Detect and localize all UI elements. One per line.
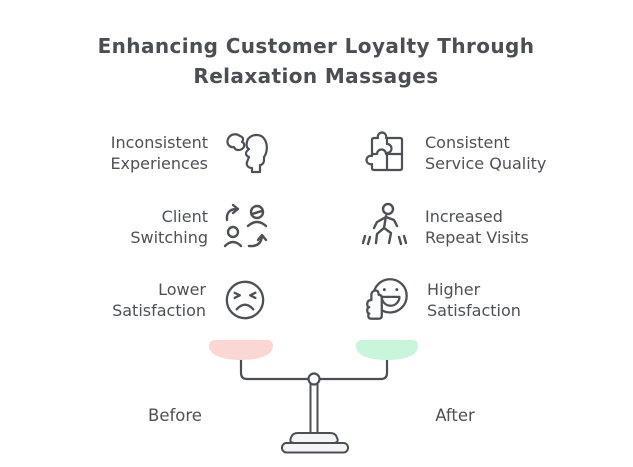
- page-title: Enhancing Customer Loyalty Through Relax…: [76, 31, 556, 91]
- item-label: Lower Satisfaction: [112, 279, 206, 321]
- scale-pan-after: [356, 340, 418, 360]
- item-label: Inconsistent Experiences: [110, 132, 208, 174]
- item-higher-satisfaction: Higher Satisfaction: [361, 271, 581, 329]
- item-label-line2: Switching: [130, 228, 208, 247]
- item-label-line1: Increased: [425, 206, 503, 226]
- item-label-line2: Experiences: [110, 154, 208, 173]
- scale-base-upper: [289, 432, 339, 444]
- puzzle-icon: [361, 127, 413, 179]
- after-label: After: [435, 406, 475, 425]
- before-label: Before: [148, 406, 202, 425]
- balance-scale: [180, 336, 460, 462]
- item-label-line1: Lower: [158, 279, 206, 299]
- scale-base-lower: [281, 442, 349, 454]
- page-title-line2: Relaxation Massages: [193, 64, 439, 88]
- item-label-line2: Service Quality: [425, 154, 547, 173]
- item-label: Consistent Service Quality: [425, 132, 546, 174]
- item-label-line1: Inconsistent: [110, 132, 208, 152]
- item-lower-satisfaction: Lower Satisfaction: [60, 271, 272, 329]
- angry-face-icon: [218, 273, 272, 327]
- broken-head-icon: [220, 127, 272, 179]
- item-label: Increased Repeat Visits: [425, 206, 529, 248]
- item-label: Client Switching: [130, 206, 208, 248]
- scale-pole: [309, 383, 319, 436]
- item-label-line2: Satisfaction: [427, 301, 521, 320]
- scale-pan-before: [209, 340, 273, 360]
- item-inconsistent-experiences: Inconsistent Experiences: [60, 124, 272, 182]
- item-label-line2: Repeat Visits: [425, 228, 529, 247]
- item-consistent-service-quality: Consistent Service Quality: [361, 124, 581, 182]
- scale-pivot: [307, 372, 321, 386]
- item-label: Higher Satisfaction: [427, 279, 521, 321]
- walking-person-icon: [361, 201, 413, 253]
- item-label-line1: Higher: [427, 279, 481, 299]
- item-increased-repeat-visits: Increased Repeat Visits: [361, 198, 581, 256]
- item-label-line2: Satisfaction: [112, 301, 206, 320]
- person-swap-icon: [220, 201, 272, 253]
- page-title-line1: Enhancing Customer Loyalty Through: [97, 34, 535, 58]
- smiley-thumbs-up-icon: [361, 273, 415, 327]
- item-label-line1: Client: [161, 206, 208, 226]
- item-client-switching: Client Switching: [60, 198, 272, 256]
- item-label-line1: Consistent: [425, 132, 510, 152]
